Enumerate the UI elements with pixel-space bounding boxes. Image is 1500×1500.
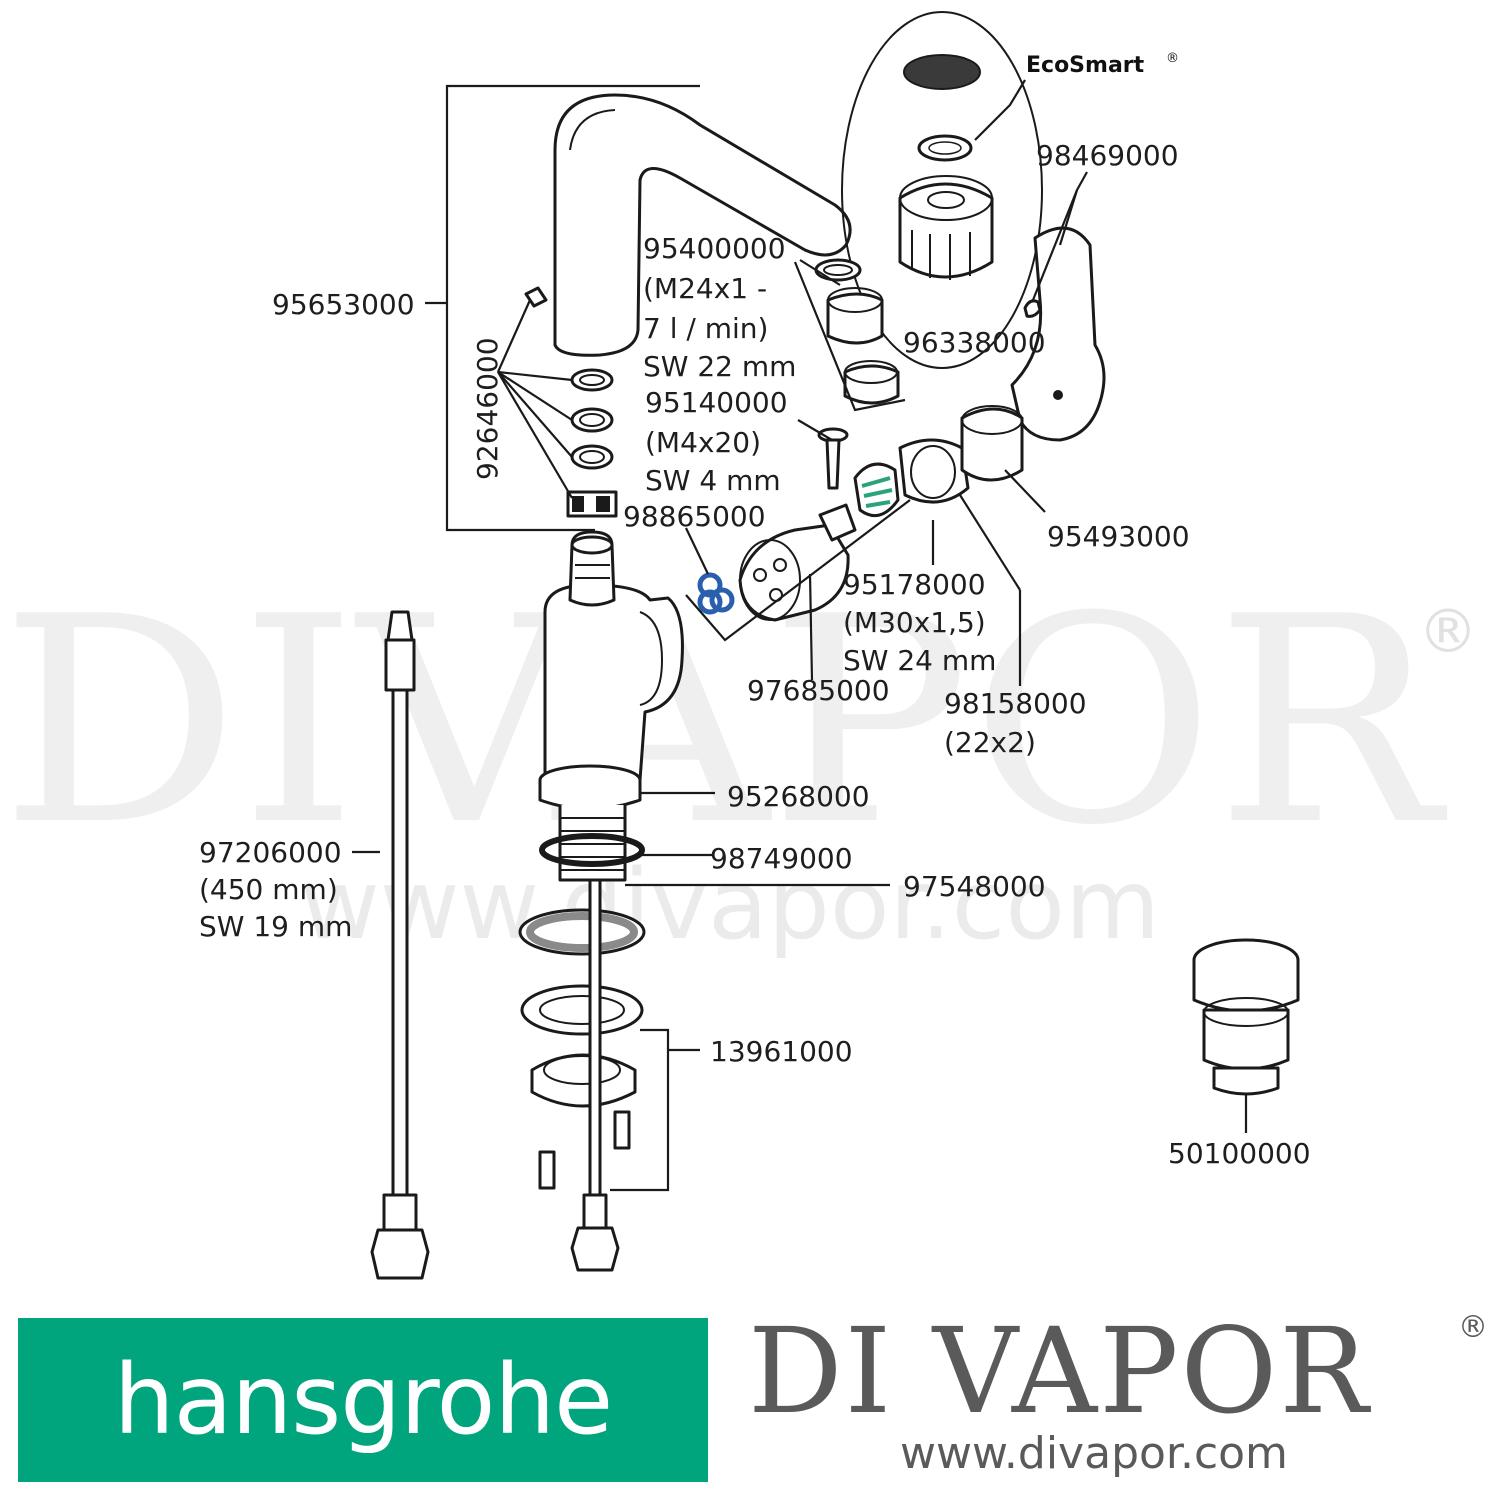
divapor-website-url: www.divapor.com	[900, 1428, 1288, 1479]
label-13961000: 13961000	[710, 1035, 853, 1068]
bracket-95653000	[445, 84, 700, 532]
label-95400000-thread: (M24x1 -	[643, 272, 767, 305]
threaded-shank-drawing	[558, 805, 627, 882]
label-95653000: 95653000	[272, 288, 415, 321]
label-98158000: 98158000	[944, 687, 1087, 720]
leader-97685000	[808, 573, 814, 681]
waste-valve-drawing	[1192, 938, 1300, 1096]
label-97548000: 97548000	[903, 870, 1046, 903]
label-95493000: 95493000	[1047, 520, 1190, 553]
label-98158000-size: (22x2)	[944, 726, 1036, 759]
o-ring-set-drawing	[566, 368, 618, 518]
label-97685000: 97685000	[747, 674, 890, 707]
label-98469000: 98469000	[1036, 139, 1179, 172]
label-95178000: 95178000	[843, 568, 986, 601]
label-95400000-flow: 7 l / min)	[643, 312, 768, 345]
aerator-detail-drawing	[898, 54, 994, 280]
label-98749000: 98749000	[710, 842, 853, 875]
label-95400000: 95400000	[643, 232, 786, 265]
hansgrohe-logo-text: hansgrohe	[113, 1344, 613, 1456]
mixer-body-drawing	[543, 530, 684, 782]
label-95178000-thread: (M30x1,5)	[843, 606, 986, 639]
label-97206000-spanner: SW 19 mm	[199, 910, 352, 943]
cartridge-screw-drawing	[817, 427, 849, 490]
adapter-ring-drawing	[853, 462, 900, 518]
watermark-url: www.divapor.com	[300, 849, 1160, 961]
supply-hose-center-drawing	[570, 878, 620, 1272]
bracket-13961000	[610, 1028, 670, 1192]
label-50100000: 50100000	[1168, 1137, 1311, 1170]
label-95140000: 95140000	[645, 386, 788, 419]
base-seal-drawing	[539, 833, 645, 867]
label-95400000-spanner: SW 22 mm	[643, 350, 796, 383]
divapor-registered-mark: ®	[1458, 1310, 1488, 1345]
label-95140000-size: (M4x20)	[645, 426, 761, 459]
label-98865000: 98865000	[623, 500, 766, 533]
divapor-logo: DI VAPOR	[748, 1302, 1371, 1440]
supply-hose-drawing	[370, 610, 430, 1280]
leader-98469000-screw	[1031, 189, 1079, 301]
label-ecosmart-registered: ®	[1166, 51, 1179, 66]
ecosmart-detail-circle	[841, 11, 1043, 369]
cartridge-drawing	[738, 503, 857, 622]
label-97206000-length: (450 mm)	[199, 873, 338, 906]
grub-screw-drawing	[524, 286, 548, 308]
label-95140000-spanner: SW 4 mm	[645, 464, 781, 497]
hansgrohe-logo: hansgrohe	[18, 1318, 708, 1482]
label-92646000: 92646000	[471, 337, 504, 480]
leader-ecosmart	[974, 79, 1026, 141]
bracket-97685000	[685, 499, 911, 642]
leaders-92646000	[496, 299, 573, 499]
leader-95140000	[797, 419, 833, 441]
label-95268000: 95268000	[727, 780, 870, 813]
leader-98865000	[685, 527, 709, 575]
cartridge-seal-drawing	[697, 572, 735, 615]
leader-95400000	[799, 259, 841, 286]
lever-handle-drawing	[1010, 226, 1106, 442]
spout-drawing	[553, 93, 852, 357]
label-ecosmart: EcoSmart	[1026, 53, 1145, 78]
aerator-parts-drawing	[814, 258, 900, 405]
base-ring-drawing	[538, 764, 642, 811]
leader-98158000-a	[959, 494, 1021, 591]
leader-95493000	[1004, 469, 1046, 513]
bracket-95400000	[793, 261, 906, 412]
cartridge-nut-drawing	[898, 438, 970, 504]
label-95178000-spanner: SW 24 mm	[843, 644, 996, 677]
label-97206000: 97206000	[199, 836, 342, 869]
label-96338000: 96338000	[903, 326, 1046, 359]
watermark-registered-mark: ®	[1418, 597, 1478, 667]
mounting-set-drawing	[518, 908, 646, 1190]
cover-ring-drawing	[960, 405, 1024, 482]
